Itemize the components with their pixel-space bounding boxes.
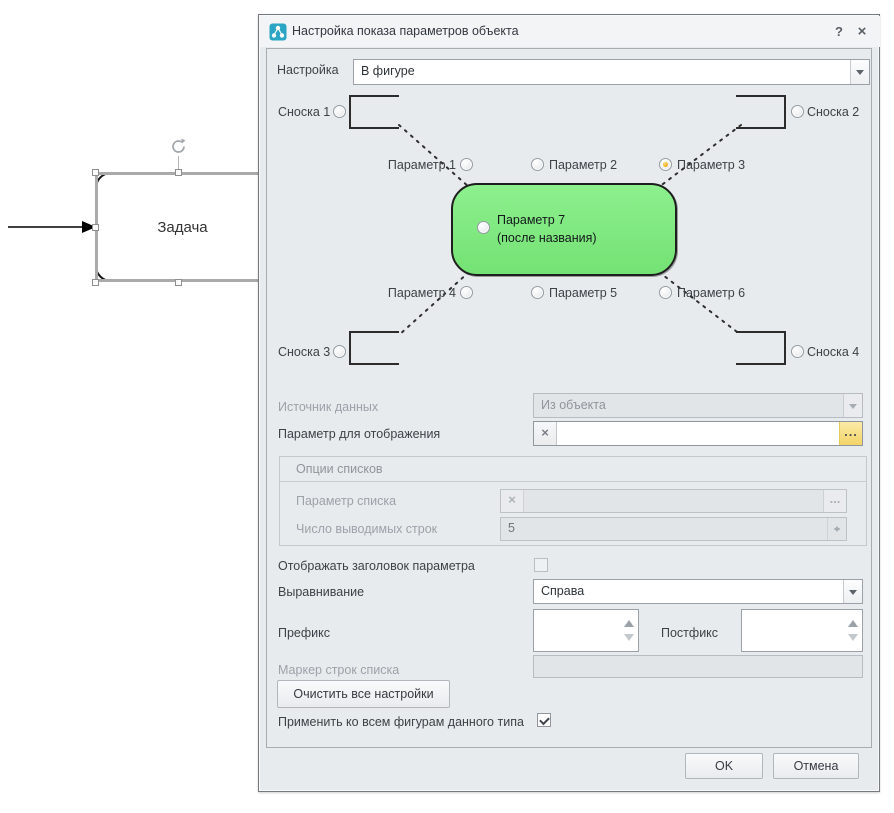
alignment-label: Выравнивание (278, 585, 365, 599)
footnote1-label: Сноска 1 (278, 105, 331, 119)
apply-all-label: Применить ко всем фигурам данного типа (278, 715, 524, 729)
help-icon[interactable]: ? (835, 24, 843, 39)
clear-all-settings-label: Очистить все настройки (293, 687, 434, 701)
alignment-value: Справа (541, 584, 585, 598)
figure-preview: Параметр 7 (после названия) (451, 183, 677, 276)
param3-radio[interactable] (659, 158, 672, 171)
postfix-textarea[interactable] (741, 609, 863, 652)
param4-label: Параметр 4 (387, 286, 456, 300)
ellipsis-button: ... (823, 490, 846, 512)
footnote4-label: Сноска 4 (807, 345, 860, 359)
chevron-down-icon[interactable] (850, 60, 869, 84)
footnote3-radio[interactable] (333, 345, 346, 358)
ok-button-label: OK (714, 759, 734, 773)
data-source-value: Из объекта (541, 398, 606, 412)
list-param-input (524, 490, 823, 512)
display-param-input[interactable] (557, 422, 839, 445)
setting-combobox[interactable]: В фигуре (353, 59, 870, 85)
clear-value-icon: × (501, 490, 524, 512)
setting-label: Настройка (277, 63, 339, 77)
data-source-label: Источник данных (278, 400, 379, 414)
footnote4-radio[interactable] (791, 345, 804, 358)
app-icon (269, 23, 287, 41)
param2-radio[interactable] (531, 158, 544, 171)
footnote3-label: Сноска 3 (278, 345, 331, 359)
prefix-textarea[interactable] (533, 609, 639, 652)
param1-label: Параметр 1 (387, 158, 456, 172)
connector-arrow[interactable] (4, 215, 99, 239)
dialog-titlebar[interactable]: Настройка показа параметров объекта ? × (260, 16, 880, 47)
footnote-connector-lines (398, 124, 742, 336)
footnote2-radio[interactable] (791, 105, 804, 118)
canvas-shape-task[interactable]: Задача (95, 172, 270, 282)
param7-radio[interactable] (477, 221, 490, 234)
apply-all-checkbox[interactable] (537, 713, 551, 727)
footnote2-bracket (736, 95, 786, 129)
list-options-title: Опции списков (296, 462, 383, 476)
footnote2-label: Сноска 2 (807, 105, 860, 119)
alignment-combobox[interactable]: Справа (533, 579, 863, 604)
display-param-field: × ... (533, 421, 863, 446)
canvas-shape-label: Задача (157, 218, 208, 236)
param5-radio[interactable] (531, 286, 544, 299)
footnote1-radio[interactable] (333, 105, 346, 118)
close-icon[interactable]: × (857, 23, 867, 40)
list-param-label: Параметр списка (296, 494, 397, 508)
data-source-combobox: Из объекта (533, 393, 863, 418)
display-param-label: Параметр для отображения (278, 427, 441, 441)
param2-label: Параметр 2 (549, 158, 618, 172)
list-marker-field (533, 655, 863, 678)
cancel-button-label: Отмена (793, 759, 839, 773)
footnote1-bracket (349, 95, 399, 129)
postfix-label: Постфикс (661, 626, 719, 640)
footnote3-bracket (349, 331, 399, 365)
scroll-up-icon[interactable] (848, 615, 858, 627)
resize-handle-top-left[interactable] (92, 169, 99, 176)
param4-radio[interactable] (460, 286, 473, 299)
scroll-down-icon[interactable] (624, 634, 634, 646)
ok-button[interactable]: OK (685, 753, 763, 779)
scroll-down-icon[interactable] (848, 634, 858, 646)
param7-label: Параметр 7 (после названия) (497, 213, 597, 245)
list-options-group: Опции списков Параметр списка × ... Числ… (279, 456, 867, 546)
chevron-down-icon (843, 394, 862, 417)
show-header-label: Отображать заголовок параметра (278, 559, 475, 573)
chevron-down-icon[interactable] (843, 580, 862, 603)
list-marker-label: Маркер строк списка (278, 663, 400, 677)
param6-radio[interactable] (659, 286, 672, 299)
setting-combobox-value: В фигуре (361, 64, 415, 78)
param5-label: Параметр 5 (549, 286, 618, 300)
rows-count-value: 5 (508, 521, 515, 535)
rows-count-spinner: 5 (500, 517, 847, 541)
rotate-handle-link (178, 156, 179, 170)
param3-label: Параметр 3 (677, 158, 746, 172)
dialog-title: Настройка показа параметров объекта (292, 24, 519, 38)
show-header-checkbox (534, 558, 548, 572)
resize-handle-bottom-mid[interactable] (175, 279, 182, 286)
resize-handle-top-mid[interactable] (175, 169, 182, 176)
clear-all-settings-button[interactable]: Очистить все настройки (277, 680, 450, 708)
param6-label: Параметр 6 (677, 286, 746, 300)
resize-handle-bottom-left[interactable] (92, 279, 99, 286)
list-param-field: × ... (500, 489, 847, 513)
scroll-up-icon[interactable] (624, 615, 634, 627)
rotate-handle-icon[interactable] (169, 137, 188, 156)
footnote4-bracket (736, 331, 786, 365)
param1-radio[interactable] (460, 158, 473, 171)
list-options-header: Опции списков (280, 457, 866, 482)
prefix-label: Префикс (278, 626, 331, 640)
ellipsis-button[interactable]: ... (839, 422, 862, 445)
cancel-button[interactable]: Отмена (773, 753, 859, 779)
rows-count-label: Число выводимых строк (296, 522, 438, 536)
resize-handle-mid-left[interactable] (92, 224, 99, 231)
spinner-arrows (827, 518, 846, 540)
dialog-object-params: Настройка показа параметров объекта ? × … (258, 14, 880, 792)
clear-value-icon[interactable]: × (534, 422, 557, 445)
